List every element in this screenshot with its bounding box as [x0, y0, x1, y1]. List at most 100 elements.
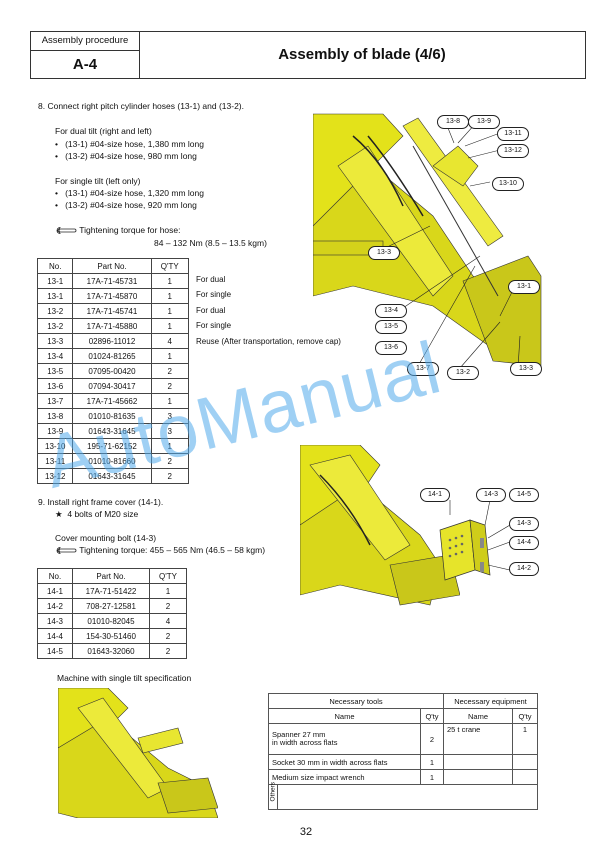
part-note: For dual	[196, 275, 226, 284]
dual-title: For dual tilt (right and left)	[55, 126, 152, 136]
single-item-2: • (13-2) #04-size hose, 920 mm long	[55, 200, 197, 210]
part-no: 13-5	[36, 363, 74, 379]
tools-subheader-row: Name Q'ty Name Q'ty	[268, 708, 538, 724]
part-no: 13-6	[36, 378, 74, 394]
tool-qty-3: 1	[420, 769, 444, 785]
hose-torque-value: 84 – 132 Nm (8.5 – 13.5 kgm)	[154, 238, 267, 248]
step8-heading: 8. Connect right pitch cylinder hoses (1…	[38, 101, 244, 111]
part-note: For single	[196, 321, 232, 331]
callout-label: 14-1	[420, 488, 450, 502]
part-qty: 4	[149, 613, 187, 629]
callout-label: 13-5	[375, 320, 407, 334]
part-number: 154-30-51460	[72, 628, 150, 644]
tool-qty-2: 1	[420, 754, 444, 770]
part-no: 14-2	[37, 598, 73, 614]
callout-label: 13-11	[497, 127, 529, 141]
part-number: 07095-00420	[72, 363, 152, 379]
header-left: Assembly procedure A-4	[31, 32, 140, 78]
single-tilt-illustration	[57, 687, 219, 819]
table-header-row: No. Part No. Q'TY	[36, 258, 189, 274]
callout-label: 13-7	[407, 362, 439, 376]
callout-label: 13-8	[437, 115, 469, 129]
frame-cover-parts-illustration	[439, 519, 491, 581]
callout-label: 13-3	[510, 362, 542, 376]
figure-frame-cover	[299, 444, 461, 615]
tools-others-row: Others	[268, 781, 538, 810]
equip-empty-qty-3	[512, 769, 538, 785]
tools-header-row: Necessary tools Necessary equipment	[268, 693, 538, 709]
col-header-qty: Q'TY	[149, 568, 187, 584]
procedure-code: A-4	[72, 56, 98, 73]
part-no: 14-4	[37, 628, 73, 644]
col-header-part: Part No.	[72, 568, 150, 584]
part-no: 13-12	[36, 468, 74, 484]
callout-label: 13-10	[492, 177, 524, 191]
star-icon: ★	[55, 509, 63, 519]
dual-item-1: • (13-1) #04-size hose, 1,380 mm long	[55, 139, 204, 149]
callout-label: 13-9	[468, 115, 500, 129]
frame-cover-illustration	[299, 444, 461, 606]
col-header-no: No.	[36, 258, 74, 274]
part-no: 14-5	[37, 643, 73, 659]
pitch-cylinder-illustration	[312, 113, 542, 367]
tool-qty-1: 2	[420, 723, 444, 755]
callout-label: 13-12	[497, 144, 529, 158]
part-qty: 1	[150, 348, 189, 364]
callout-label: 14-5	[509, 488, 539, 502]
wrench-icon	[56, 227, 77, 235]
part-number: 02896-11012	[72, 333, 152, 349]
equip-empty-2	[443, 754, 513, 770]
header-box: Assembly procedure A-4 Assembly of blade…	[30, 31, 586, 79]
part-no: 13-7	[36, 393, 74, 409]
part-no: 13-1	[36, 273, 74, 289]
part-number: 17A-71-45731	[72, 273, 152, 289]
single-title: For single tilt (left only)	[55, 176, 141, 186]
part-qty: 2	[150, 363, 189, 379]
part-number: 708-27-12581	[72, 598, 150, 614]
callout-label: 13-4	[375, 304, 407, 318]
others-label-cell: Others	[268, 781, 278, 810]
callout-label: 14-2	[509, 562, 539, 576]
part-no: 13-4	[36, 348, 74, 364]
col-header-no: No.	[37, 568, 73, 584]
part-number: 17A-71-51422	[72, 583, 150, 599]
dual-item-2: • (13-2) #04-size hose, 980 mm long	[55, 151, 197, 161]
others-label: Others	[269, 781, 277, 801]
tools-table: Necessary tools Necessary equipment Name…	[268, 693, 538, 810]
part-qty: 2	[149, 643, 187, 659]
equip-qty-1: 1	[512, 723, 538, 755]
equip-empty-qty-2	[512, 754, 538, 770]
table-header-row: No. Part No. Q'TY	[37, 568, 187, 584]
part-number: 01010-82045	[72, 613, 150, 629]
figure-single-tilt	[57, 687, 219, 819]
part-qty: 1	[150, 303, 189, 319]
tools-row-2: Socket 30 mm in width across flats 1	[268, 754, 538, 770]
callout-label: 13-2	[447, 366, 479, 380]
part-qty: 2	[149, 628, 187, 644]
part-no: 13-2	[36, 318, 74, 334]
part-number: 07094-30417	[72, 378, 152, 394]
part-no: 13-1	[36, 288, 74, 304]
wrench-icon	[56, 547, 77, 555]
part-number: 17A-71-45870	[72, 288, 152, 304]
callout-label: 13-6	[375, 341, 407, 355]
single-item-1: • (13-1) #04-size hose, 1,320 mm long	[55, 188, 204, 198]
necessary-tools-header: Necessary tools	[268, 693, 444, 709]
part-qty: 1	[150, 288, 189, 304]
part-number: 01643-31645	[72, 468, 152, 484]
tools-row-3: Medium size impact wrench 1	[268, 769, 538, 785]
